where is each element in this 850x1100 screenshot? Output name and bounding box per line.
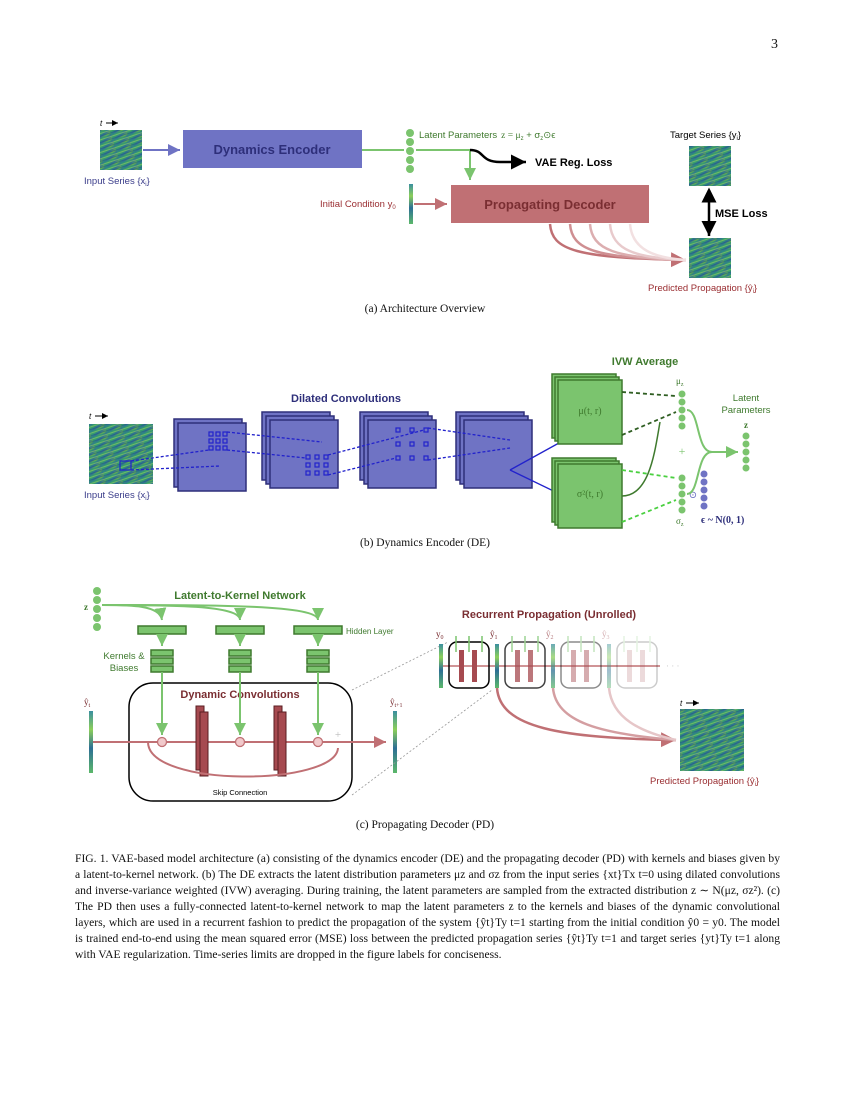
input-series-image-a xyxy=(100,130,142,170)
continuation-dots: · · · xyxy=(666,661,680,671)
predicted-propagation-label-a: Predicted Propagation {ŷi} xyxy=(648,283,757,295)
rec-block-1 xyxy=(448,636,499,689)
dynamics-encoder-label: Dynamics Encoder xyxy=(213,142,330,157)
time-label-c: t xyxy=(680,699,683,708)
predicted-propagation-label-c: Predicted Propagation {ŷi} xyxy=(650,776,759,788)
epsilon-label: ϵ ~ N(0, 1) xyxy=(701,515,744,526)
receptive-field-lines xyxy=(130,427,511,476)
feature-map-2 xyxy=(261,411,339,489)
z-nodes-c xyxy=(93,587,101,631)
figure-caption: FIG. 1. VAE-based model architecture (a)… xyxy=(75,852,780,961)
input-series-label-b: Input Series {xi} xyxy=(84,490,150,502)
dilated-convolutions-title: Dilated Convolutions xyxy=(291,393,401,405)
mu-box-label: μ(t, r) xyxy=(578,406,601,417)
predicted-series-image-c xyxy=(680,709,744,771)
rec-y0-label: y0 xyxy=(436,629,444,641)
sigma-z-nodes xyxy=(678,474,686,514)
sigma-to-mu-link xyxy=(621,421,661,497)
rec-block-2 xyxy=(504,636,555,689)
predicted-series-image-a xyxy=(689,238,731,278)
y-in-bar xyxy=(89,711,93,773)
latent-to-kernel-title: Latent-to-Kernel Network xyxy=(174,590,306,602)
initial-condition-label: Initial Condition y0 xyxy=(320,199,396,211)
panel-c-caption: (c) Propagating Decoder (PD) xyxy=(355,819,495,831)
page-number: 3 xyxy=(771,37,778,52)
latent-nodes-a xyxy=(406,129,414,173)
kernel-grid-1 xyxy=(208,431,228,451)
recurrent-propagation-title: Recurrent Propagation (Unrolled) xyxy=(462,609,637,621)
mu-z-label: μz xyxy=(676,376,684,388)
plus-sign-c: + xyxy=(335,729,341,741)
receptive-field-box xyxy=(119,460,132,471)
panel-a: t Input Series {xi} Dynamics Encoder Lat… xyxy=(84,119,768,295)
recurrent-chain: · · · xyxy=(439,636,680,689)
rec-label-1: ŷ1 xyxy=(490,629,498,641)
latent-z-nodes-b xyxy=(742,432,750,472)
hidden-layer-label: Hidden Layer xyxy=(346,627,394,636)
rec-block-3 xyxy=(560,636,611,689)
hidden-layers xyxy=(137,625,343,635)
dynamics-encoder-box xyxy=(183,130,362,168)
time-label-a: t xyxy=(100,119,103,128)
mu-z-nodes xyxy=(678,390,686,430)
y-out-label: ŷt+1 xyxy=(390,697,403,709)
rec-label-2: ŷ2 xyxy=(546,629,554,641)
initial-condition-bar xyxy=(409,184,413,224)
panel-c: z Latent-to-Kernel Network Hidden Layer … xyxy=(84,587,759,802)
arrow-vae-loss xyxy=(469,148,526,170)
target-series-image xyxy=(689,146,731,186)
kernels-label-1: Kernels & xyxy=(103,651,145,662)
conv-layers xyxy=(195,705,287,777)
panel-b-caption: (b) Dynamics Encoder (DE) xyxy=(360,537,490,549)
sigma-box xyxy=(551,457,623,529)
kernel-grid-3 xyxy=(395,427,429,461)
z-to-hidden-lines xyxy=(101,604,324,621)
epsilon-nodes xyxy=(700,470,708,510)
sigma-box-label: σ²(t, r) xyxy=(577,489,603,500)
panel-b: t Input Series {xi} Dilated Convolutions xyxy=(84,356,771,529)
target-series-label: Target Series {yi} xyxy=(670,130,741,142)
kernel-grid-2 xyxy=(305,454,329,476)
time-label-b: t xyxy=(89,412,92,421)
kernel-bias-blocks xyxy=(150,649,330,673)
rec-label-3: ŷ3 xyxy=(602,629,610,641)
figure: t Input Series {xi} Dynamics Encoder Lat… xyxy=(84,119,771,802)
zoom-line-bottom xyxy=(351,689,493,796)
add-nodes xyxy=(156,736,324,748)
y-out-bar xyxy=(393,711,397,773)
decoder-output-curves xyxy=(548,223,687,268)
vae-loss-label: VAE Reg. Loss xyxy=(535,157,612,169)
propagating-decoder-label: Propagating Decoder xyxy=(484,197,615,212)
kernel-to-conv-lines xyxy=(156,672,324,735)
skip-connection-path xyxy=(147,741,339,778)
sigma-ivw-lines xyxy=(621,469,677,523)
hidden-to-kernel-lines xyxy=(156,634,324,646)
panel-a-caption: (a) Architecture Overview xyxy=(364,303,486,315)
latent-parameters-title-2: Parameters xyxy=(721,405,770,416)
odot-sign: ⊙ xyxy=(689,490,697,501)
latent-parameters-title-1: Latent xyxy=(733,393,760,404)
propagating-decoder-box xyxy=(451,185,649,223)
y-in-label: ŷt xyxy=(84,697,91,709)
rec-block-4 xyxy=(616,636,658,689)
mu-ivw-lines xyxy=(621,391,677,436)
ivw-average-title: IVW Average xyxy=(612,356,678,368)
sigma-z-label: σz xyxy=(676,516,684,528)
z-label-c: z xyxy=(84,602,88,612)
mu-box xyxy=(551,373,623,445)
plus-sign-b: + xyxy=(679,444,686,458)
input-series-label-a: Input Series {xi} xyxy=(84,176,150,188)
zoom-line-top xyxy=(351,641,449,691)
skip-connection-label: Skip Connection xyxy=(213,788,268,797)
latent-z-label-b: z xyxy=(744,420,748,430)
arrow-to-latent-b xyxy=(686,409,738,458)
feature-map-3 xyxy=(359,411,437,489)
recurrent-output-curves xyxy=(495,687,677,748)
kernels-label-2: Biases xyxy=(110,663,139,674)
mse-loss-label: MSE Loss xyxy=(715,208,768,220)
arrow-sigma-merge xyxy=(686,451,713,495)
feature-map-1 xyxy=(173,418,247,492)
input-series-image-b xyxy=(89,424,153,484)
